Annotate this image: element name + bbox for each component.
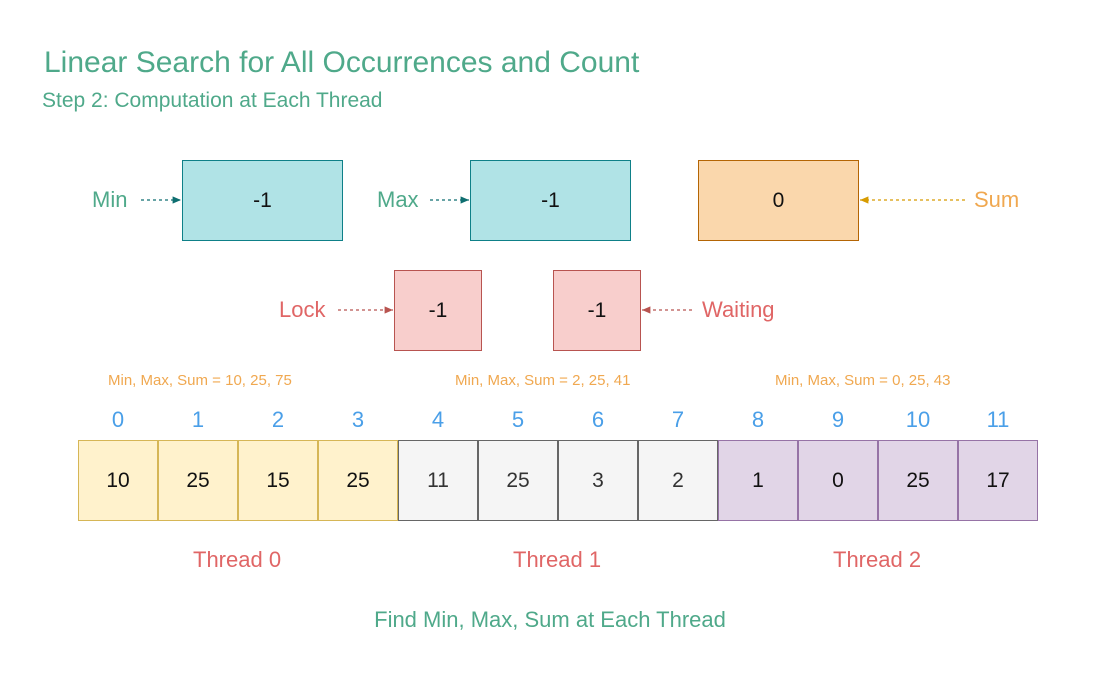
array-index: 1 xyxy=(191,407,205,432)
thread-0-label: Thread 0 xyxy=(193,547,282,572)
array-index: 8 xyxy=(751,407,765,432)
array-index: 2 xyxy=(271,407,285,432)
thread-0-summary: Min, Max, Sum = 10, 25, 75 xyxy=(108,372,292,389)
array-cell: 10 xyxy=(78,440,158,521)
waiting-box: -1 xyxy=(553,270,641,351)
array-index: 9 xyxy=(831,407,845,432)
array-index: 5 xyxy=(511,407,525,432)
lock-label: Lock xyxy=(279,297,326,322)
max-label: Max xyxy=(377,187,419,212)
array-index: 3 xyxy=(351,407,365,432)
array-cell: 15 xyxy=(238,440,318,521)
waiting-label: Waiting xyxy=(702,297,775,322)
array-index: 11 xyxy=(986,407,1010,432)
array-cell: 17 xyxy=(958,440,1038,521)
thread-1-summary: Min, Max, Sum = 2, 25, 41 xyxy=(455,372,631,389)
lock-box: -1 xyxy=(394,270,482,351)
thread-1-label: Thread 1 xyxy=(513,547,602,572)
array-cell: 2 xyxy=(638,440,718,521)
array-cell: 0 xyxy=(798,440,878,521)
page-subtitle: Step 2: Computation at Each Thread xyxy=(42,89,383,112)
array-cell: 25 xyxy=(478,440,558,521)
array-cell: 1 xyxy=(718,440,798,521)
thread-2-label: Thread 2 xyxy=(833,547,922,572)
max-box: -1 xyxy=(470,160,631,241)
array-index: 6 xyxy=(591,407,605,432)
min-label: Min xyxy=(92,187,128,212)
sum-label: Sum xyxy=(974,187,1020,212)
min-box: -1 xyxy=(182,160,343,241)
array-index: 0 xyxy=(111,407,125,432)
page-title: Linear Search for All Occurrences and Co… xyxy=(44,46,640,79)
footer-caption: Find Min, Max, Sum at Each Thread xyxy=(374,607,726,632)
array-index: 4 xyxy=(431,407,445,432)
array-cell: 3 xyxy=(558,440,638,521)
array-index: 7 xyxy=(671,407,685,432)
array-index: 10 xyxy=(905,407,931,432)
thread-2-summary: Min, Max, Sum = 0, 25, 43 xyxy=(775,372,951,389)
sum-box: 0 xyxy=(698,160,859,241)
array-cell: 11 xyxy=(398,440,478,521)
array-cell: 25 xyxy=(318,440,398,521)
array-cell: 25 xyxy=(878,440,958,521)
array-cell: 25 xyxy=(158,440,238,521)
